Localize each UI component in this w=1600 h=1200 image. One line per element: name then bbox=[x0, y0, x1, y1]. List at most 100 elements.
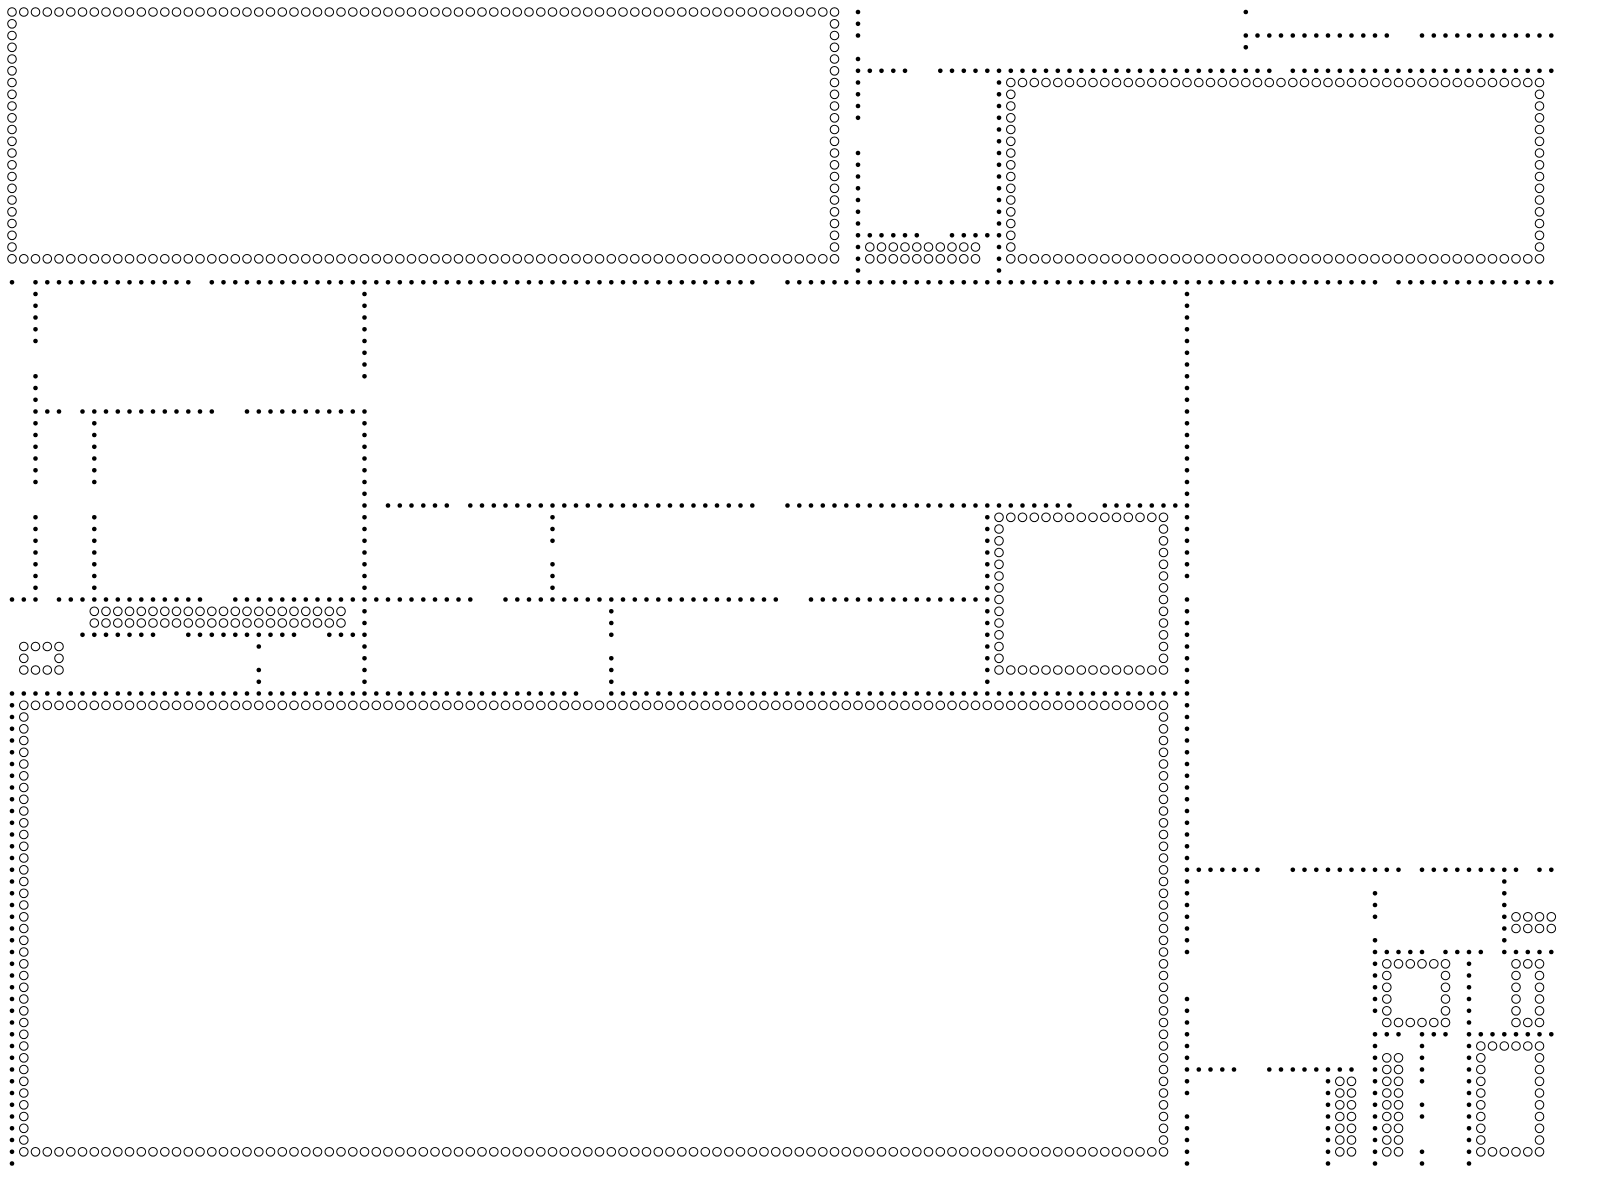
open-circle bbox=[207, 253, 217, 264]
open-circle bbox=[7, 7, 17, 17]
open-circle bbox=[1476, 1064, 1486, 1075]
filled-dot bbox=[1184, 1067, 1190, 1072]
filled-dot bbox=[92, 562, 97, 567]
open-circle bbox=[395, 700, 405, 711]
filled-dot bbox=[9, 879, 15, 884]
open-circle bbox=[1111, 1147, 1122, 1157]
open-circle bbox=[829, 160, 840, 170]
open-circle bbox=[630, 253, 640, 264]
open-circle bbox=[994, 594, 1004, 605]
filled-dot bbox=[573, 280, 579, 285]
filled-dot bbox=[327, 691, 332, 696]
open-circle bbox=[1534, 1064, 1545, 1075]
open-circle bbox=[265, 606, 276, 617]
filled-dot bbox=[9, 703, 15, 708]
filled-dot bbox=[444, 597, 450, 602]
open-circle bbox=[630, 700, 640, 711]
open-circle bbox=[1534, 1147, 1545, 1157]
filled-dot bbox=[1466, 1137, 1472, 1143]
filled-dot bbox=[562, 503, 567, 508]
filled-dot bbox=[9, 926, 15, 931]
open-circle bbox=[1405, 1017, 1416, 1028]
filled-dot bbox=[1513, 949, 1519, 955]
filled-dot bbox=[550, 562, 555, 567]
open-circle bbox=[1440, 1006, 1451, 1016]
open-circle bbox=[1523, 923, 1533, 934]
filled-dot bbox=[1184, 761, 1190, 767]
filled-dot bbox=[1184, 526, 1190, 532]
open-circle bbox=[724, 700, 734, 711]
filled-dot bbox=[855, 150, 861, 156]
filled-dot bbox=[1032, 691, 1037, 696]
open-circle bbox=[1064, 253, 1075, 264]
filled-dot bbox=[92, 526, 97, 532]
open-circle bbox=[876, 700, 887, 711]
filled-dot bbox=[914, 503, 920, 508]
open-circle bbox=[183, 253, 194, 264]
filled-dot bbox=[644, 691, 649, 696]
open-circle bbox=[829, 101, 840, 111]
open-circle bbox=[30, 700, 41, 711]
filled-dot bbox=[444, 503, 450, 508]
open-circle bbox=[242, 7, 252, 17]
filled-dot bbox=[1184, 644, 1190, 649]
open-circle bbox=[1041, 512, 1051, 523]
filled-dot bbox=[855, 92, 861, 97]
open-circle bbox=[277, 700, 288, 711]
open-circle bbox=[1158, 1135, 1169, 1145]
open-circle bbox=[1346, 253, 1357, 264]
filled-dot bbox=[9, 985, 15, 990]
open-circle bbox=[935, 242, 946, 252]
open-circle bbox=[160, 1147, 170, 1157]
filled-dot bbox=[844, 503, 849, 508]
open-circle bbox=[1534, 923, 1545, 934]
filled-dot bbox=[1466, 1079, 1472, 1084]
filled-dot bbox=[162, 280, 168, 285]
open-circle bbox=[1076, 665, 1087, 675]
filled-dot bbox=[949, 597, 955, 602]
filled-dot bbox=[985, 632, 990, 638]
filled-dot bbox=[773, 691, 779, 696]
filled-dot bbox=[1184, 573, 1190, 579]
open-circle bbox=[806, 7, 816, 17]
filled-dot bbox=[1502, 949, 1507, 955]
filled-dot bbox=[949, 280, 955, 285]
open-circle bbox=[829, 218, 840, 229]
filled-dot bbox=[973, 503, 978, 508]
filled-dot bbox=[879, 597, 884, 602]
open-circle bbox=[19, 1135, 29, 1145]
filled-dot bbox=[656, 503, 661, 508]
filled-dot bbox=[879, 280, 884, 285]
open-circle bbox=[829, 136, 840, 147]
open-circle bbox=[230, 700, 241, 711]
filled-dot bbox=[291, 691, 297, 696]
open-circle bbox=[1417, 77, 1427, 88]
filled-dot bbox=[9, 726, 15, 732]
filled-dot bbox=[1478, 867, 1484, 873]
filled-dot bbox=[1149, 691, 1155, 696]
filled-dot bbox=[9, 1079, 15, 1084]
open-circle bbox=[829, 66, 840, 76]
open-circle bbox=[42, 700, 53, 711]
filled-dot bbox=[620, 597, 626, 602]
open-circle bbox=[1053, 700, 1063, 711]
filled-dot bbox=[221, 280, 226, 285]
open-circle bbox=[1358, 253, 1369, 264]
filled-dot bbox=[1314, 867, 1319, 873]
open-circle bbox=[1006, 183, 1016, 194]
filled-dot bbox=[468, 503, 473, 508]
open-circle bbox=[371, 1147, 382, 1157]
filled-dot bbox=[1184, 691, 1190, 696]
open-circle bbox=[253, 618, 264, 628]
filled-dot bbox=[656, 280, 661, 285]
filled-dot bbox=[550, 515, 555, 520]
filled-dot bbox=[1372, 1114, 1378, 1119]
filled-dot bbox=[985, 597, 990, 602]
filled-dot bbox=[1231, 68, 1237, 74]
filled-dot bbox=[92, 691, 97, 696]
filled-dot bbox=[1325, 867, 1331, 873]
open-circle bbox=[1158, 700, 1169, 711]
filled-dot bbox=[385, 691, 391, 696]
filled-dot bbox=[1267, 33, 1272, 38]
filled-dot bbox=[1372, 938, 1378, 943]
